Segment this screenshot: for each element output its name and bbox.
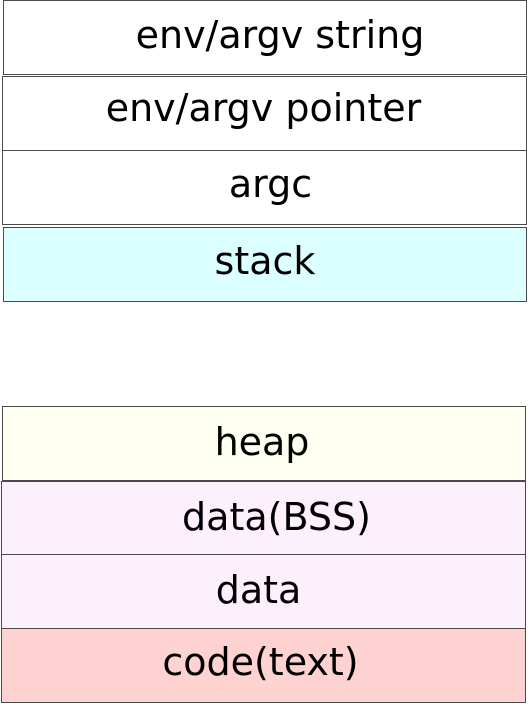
env-argv-pointer-label: env/argv pointer — [105, 85, 422, 130]
stack-block: stack — [3, 227, 527, 302]
code-text-label: code(text) — [162, 639, 359, 684]
heap-block: heap — [2, 406, 526, 481]
data-bss-block: data(BSS) — [1, 481, 526, 556]
data-block: data — [1, 554, 526, 629]
heap-label: heap — [214, 419, 310, 464]
argc-block: argc — [2, 150, 527, 225]
env-argv-string-label: env/argv string — [135, 12, 425, 57]
data-bss-label: data(BSS) — [182, 494, 371, 539]
code-text-block: code(text) — [1, 628, 526, 703]
env-argv-string-block: env/argv string — [3, 0, 527, 75]
data-label: data — [215, 567, 302, 612]
stack-label: stack — [214, 238, 316, 283]
env-argv-pointer-block: env/argv pointer — [2, 76, 527, 151]
argc-label: argc — [228, 161, 313, 206]
